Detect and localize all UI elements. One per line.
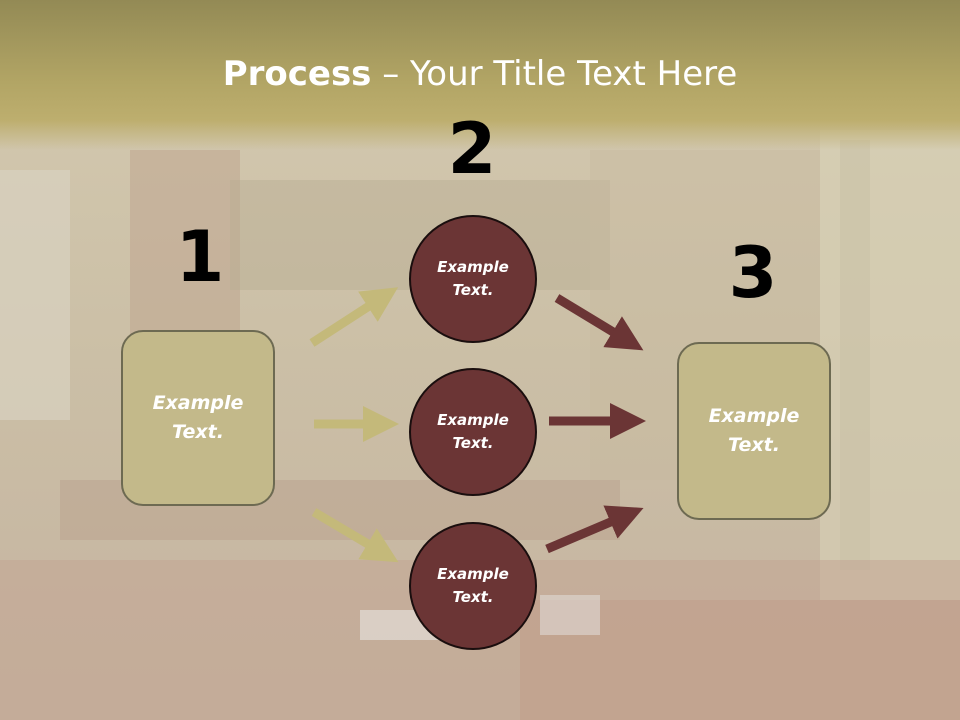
circle-2-text: Example Text. xyxy=(437,411,509,452)
circle-1-text: Example Text. xyxy=(437,258,509,299)
step-3-box: Example Text. xyxy=(677,342,831,520)
arrow-to-circle-1 xyxy=(309,287,399,347)
circle-1: Example Text. xyxy=(409,215,537,343)
title-rest: – Your Title Text Here xyxy=(371,54,738,94)
arrow-from-circle-1 xyxy=(554,294,644,351)
step-1-box: Example Text. xyxy=(121,330,275,506)
circle-3: Example Text. xyxy=(409,522,537,650)
step-3-text: Example Text. xyxy=(708,405,800,456)
step-number-1: 1 xyxy=(175,216,225,298)
circle-2: Example Text. xyxy=(409,368,537,496)
slide-title: Process – Your Title Text Here xyxy=(0,52,960,96)
step-1-text: Example Text. xyxy=(152,392,244,443)
arrow-from-circle-3 xyxy=(545,505,644,554)
title-bar xyxy=(0,0,960,150)
step-number-2: 2 xyxy=(447,108,497,190)
circle-3-text: Example Text. xyxy=(437,565,509,606)
title-bold: Process xyxy=(222,54,372,94)
step-number-3: 3 xyxy=(728,232,778,314)
arrow-to-circle-3 xyxy=(311,508,399,563)
